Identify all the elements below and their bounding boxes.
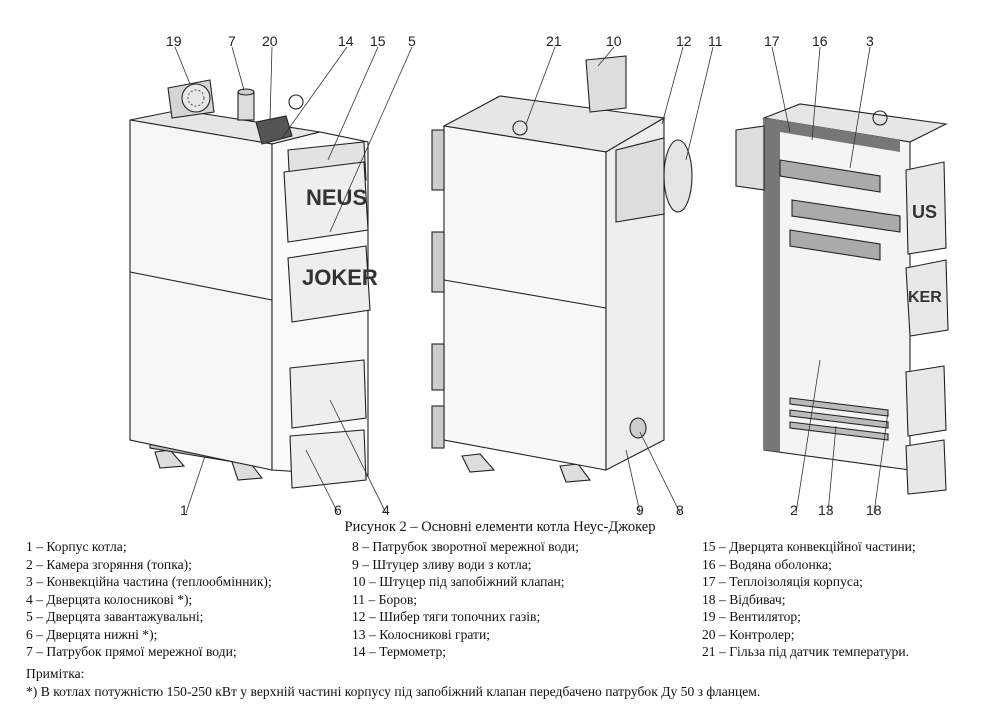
brand-joker-left: JOKER — [302, 265, 378, 290]
legend-item: 14 – Термометр; — [352, 644, 447, 659]
legend-item: 2 – Камера згоряння (топка); — [26, 556, 192, 572]
callout-5: 5 — [408, 33, 416, 49]
callout-6: 6 — [334, 502, 342, 518]
note-title: Примітка: — [26, 666, 85, 681]
legend-item: 1 – Корпус котла; — [26, 539, 127, 554]
callout-7: 7 — [228, 33, 236, 49]
callout-20: 20 — [262, 33, 278, 49]
callout-18: 18 — [866, 502, 882, 518]
legend-item: 10 – Штуцер під запобіжний клапан; — [352, 574, 565, 589]
callout-2: 2 — [790, 502, 798, 518]
callout-16: 16 — [812, 33, 828, 49]
boiler-front-view: NEUS JOKER — [129, 79, 378, 489]
legend-item: 21 – Гільза під датчик температури. — [702, 644, 910, 659]
callout-14: 14 — [338, 33, 354, 49]
fan-icon — [167, 79, 215, 119]
legend-item: 17 – Теплоізоляція корпуса; — [702, 574, 863, 589]
callout-10: 10 — [606, 33, 622, 49]
boiler-cross-section: US KER — [735, 103, 949, 495]
legend-item: 19 – Вентилятор; — [702, 609, 801, 624]
callout-labels: 19 7 20 14 15 5 21 10 12 11 17 16 3 1 6 … — [166, 33, 882, 518]
callout-21: 21 — [546, 33, 562, 49]
legend-item: 4 – Дверцята колосникові *); — [26, 591, 193, 607]
legend-item: 9 – Штуцер зливу води з котла; — [352, 556, 532, 572]
legend-column-1: 1 – Корпус котла; 2 – Камера згоряння (т… — [26, 538, 272, 661]
callout-13: 13 — [818, 502, 834, 518]
legend-item: 11 – Боров; — [352, 591, 418, 607]
legend-item: 15 – Дверцята конвекційної частини; — [702, 539, 916, 554]
callout-1: 1 — [180, 502, 188, 518]
legend-item: 8 – Патрубок зворотної мережної води; — [352, 539, 579, 554]
legend-item: 18 – Відбивач; — [702, 591, 786, 607]
legend-item: 12 – Шибер тяги топочних газів; — [352, 609, 541, 624]
boiler-rear-view — [431, 55, 693, 483]
boiler-diagram: NEUS JOKER — [129, 33, 949, 518]
brand-joker-cut: KER — [908, 289, 942, 306]
legend-item: 3 – Конвекційна частина (теплообмінник); — [26, 574, 272, 589]
legend-item: 13 – Колосникові грати; — [352, 626, 491, 642]
callout-9: 9 — [636, 502, 644, 518]
legend-item: 16 – Водяна оболонка; — [702, 556, 832, 572]
callout-8: 8 — [676, 502, 684, 518]
callout-3: 3 — [866, 33, 874, 49]
callout-19: 19 — [166, 33, 182, 49]
legend-column-3: 15 – Дверцята конвекційної частини; 16 –… — [702, 538, 916, 661]
figure-caption: Рисунок 2 – Основні елементи котла Неус-… — [344, 519, 656, 535]
callout-4: 4 — [382, 502, 390, 518]
callout-11: 11 — [708, 33, 723, 49]
callout-12: 12 — [676, 33, 692, 49]
callout-17: 17 — [764, 33, 780, 49]
legend-column-2: 8 – Патрубок зворотної мережної води; 9 … — [352, 538, 579, 661]
brand-neus-cut: US — [912, 202, 937, 222]
note-text: *) В котлах потужністю 150-250 кВт у вер… — [26, 684, 761, 699]
legend-item: 20 – Контролер; — [702, 626, 795, 642]
leader-lines — [174, 46, 889, 514]
legend-item: 5 – Дверцята завантажувальні; — [26, 609, 204, 624]
legend-item: 7 – Патрубок прямої мережної води; — [26, 644, 237, 659]
brand-neus-left: NEUS — [306, 185, 367, 210]
legend-item: 6 – Дверцята нижні *); — [26, 626, 158, 642]
callout-15: 15 — [370, 33, 386, 49]
